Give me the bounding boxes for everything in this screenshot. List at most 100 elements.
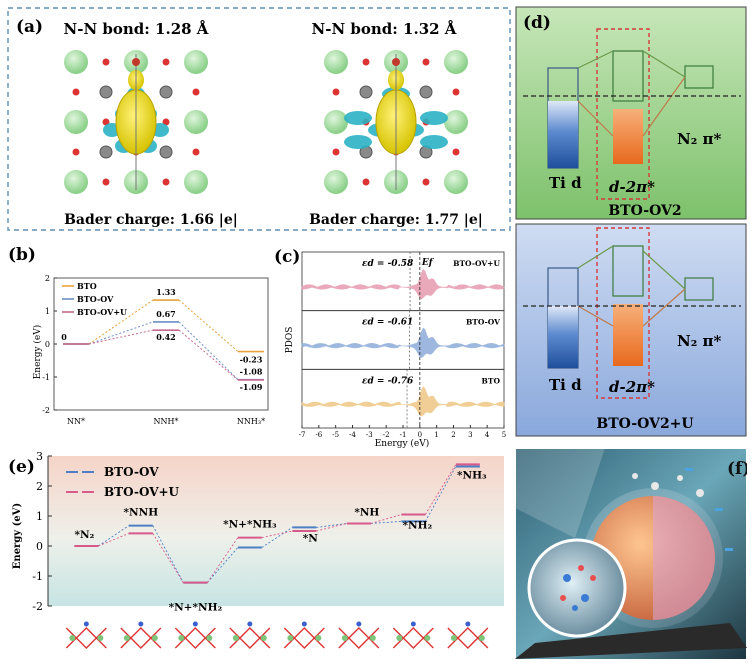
panel-f: (f) [515, 448, 750, 660]
chart-c-xtick-label: 0 [418, 431, 422, 439]
o-atom [162, 58, 170, 66]
ba-atom [64, 170, 88, 194]
chart-e-intermediate-label: *NH [354, 507, 379, 519]
ba-atom [444, 50, 468, 74]
chart-e-legend-label: BTO-OV [104, 465, 159, 479]
o-atom [162, 118, 170, 126]
chart-c-dband-center-label: εd = -0.61 [362, 318, 413, 328]
chart-b-legend-label: BTO [77, 281, 97, 291]
chart-b-connector [88, 299, 154, 345]
chart-b-legend-label: BTO-OV [77, 294, 114, 304]
o-atom [72, 148, 80, 156]
chart-c-label: (c) [274, 247, 300, 267]
panel-a: (a) N-N bond: 1.28 Å N-N bond: 1.32 Å Ba… [6, 6, 512, 232]
panel-a-label: (a) [16, 17, 43, 37]
chart-e-intermediate-label: *N [303, 532, 318, 544]
panel-d-label: (d) [523, 13, 551, 33]
chart-c-series-label: BTO [482, 376, 501, 385]
chart-c-xtick-label: -4 [349, 431, 356, 439]
n2-pi-label: N₂ π* [677, 130, 721, 148]
ba-atom [444, 110, 468, 134]
chart-e-ytick-label: 2 [36, 480, 43, 493]
chart-c-xtick-label: -6 [315, 431, 322, 439]
ti-atom [159, 85, 173, 99]
right-bond-length: N-N bond: 1.32 Å [312, 20, 457, 38]
structure-atom [369, 635, 376, 641]
chart-e-connector [370, 520, 402, 524]
ba-atom [184, 110, 208, 134]
chart-c-xtick-label: 4 [485, 431, 490, 439]
chart-e-intermediate-label: *N+*NH₃ [223, 519, 277, 531]
d-2pi-upper-level [612, 245, 644, 297]
structure-atom [123, 635, 130, 641]
structure-thumbnail [338, 627, 380, 649]
o-atom [102, 118, 110, 126]
structure-atom [69, 635, 76, 641]
chart-c-fermi-label: Ef [421, 258, 435, 268]
chart-b-connector [88, 321, 154, 345]
chart-c-series-label: BTO-OV+U [453, 259, 500, 268]
structure-thumbnail [229, 627, 271, 649]
chart-b-category-label: NNH₃* [237, 417, 265, 426]
structure-atom [424, 635, 431, 641]
ba-atom [324, 170, 348, 194]
chart-e-connector [370, 514, 402, 524]
d-2pi-label: d-2π* [609, 178, 655, 196]
chart-e-ytick-label: 1 [36, 510, 43, 523]
charge-depletion-lobe [344, 111, 372, 125]
chart-e-connector [424, 464, 457, 515]
ti-atom [159, 145, 173, 159]
chart-e-connector [316, 523, 347, 532]
ba-atom [444, 170, 468, 194]
chart-c-xlabel: Energy (eV) [375, 438, 430, 449]
panel-f-label: (f) [727, 459, 747, 479]
chart-c-dband-center-label: εd = -0.58 [362, 259, 414, 269]
chart-e-intermediate-label: *NNH [124, 507, 159, 519]
panel-d-figure: (d) Ti d d-2π* N₂ π* BTO-OV2 [515, 6, 747, 437]
ti-atom [359, 85, 373, 99]
panel-d: (d) Ti d d-2π* N₂ π* BTO-OV2 [515, 6, 747, 438]
chart-b-value-label: 1.33 [156, 287, 176, 297]
charge-depletion-lobe [420, 135, 448, 149]
ba-atom [324, 110, 348, 134]
chart-b-category-label: NN* [67, 417, 85, 426]
structure-atom [410, 621, 416, 627]
magnified-view-bubble [527, 538, 627, 638]
chart-e-label: (e) [8, 457, 35, 477]
o-atom [362, 58, 370, 66]
chart-b-legend-label: BTO-OV+U [77, 307, 127, 317]
chart-b-ytick-label: -1 [42, 373, 50, 382]
chart-b-value-label: 0.67 [156, 309, 175, 319]
ba-atom [184, 50, 208, 74]
structure-atom [138, 621, 144, 627]
left-bader-charge: Bader charge: 1.66 |e| [64, 212, 238, 228]
chart-e-intermediate-label: *NH₃ [457, 469, 487, 481]
structure-atom [83, 621, 89, 627]
chart-e-ytick-label: -1 [32, 570, 43, 583]
structure-atom [97, 635, 104, 641]
chart-e-plot-bg [48, 456, 504, 606]
chart-b-value-label: -0.23 [240, 355, 263, 365]
structure-atom [341, 635, 348, 641]
o-atom [332, 88, 340, 96]
structure-atom [206, 635, 213, 641]
adsorption-structure-strip [65, 621, 489, 649]
chart-b-label: (b) [8, 245, 36, 265]
structure-atom [450, 635, 457, 641]
chart-e-connector [261, 530, 293, 539]
chart-b-value-label: -1.08 [240, 367, 263, 377]
band-diagram-bottom: Ti d d-2π* N₂ π* BTO-OV2+U [523, 227, 741, 432]
structure-thumbnail [174, 627, 216, 649]
o-atom [72, 88, 80, 96]
o-atom [102, 178, 110, 186]
ba-atom [64, 110, 88, 134]
ti-d-label: Ti d [549, 376, 582, 394]
ti-d-label: Ti d [549, 174, 582, 192]
o-atom [422, 58, 430, 66]
structure-atom [178, 635, 185, 641]
structure-thumbnail [65, 627, 107, 649]
structure-atom [151, 635, 158, 641]
